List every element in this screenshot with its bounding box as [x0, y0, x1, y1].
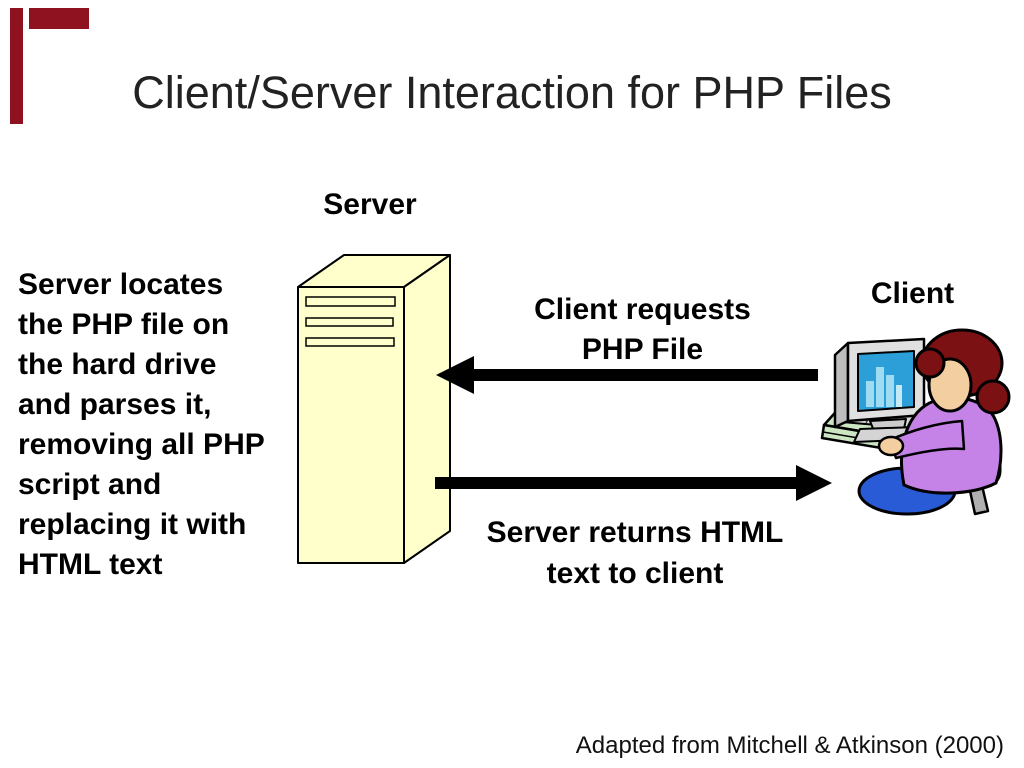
server-right-face — [403, 254, 451, 564]
response-arrow-label: Server returns HTML text to client — [486, 516, 784, 590]
server-label: Server — [323, 188, 417, 221]
server-vent-slot — [305, 296, 396, 307]
accent-bar-vertical — [10, 8, 23, 124]
attribution-text: Adapted from Mitchell & Atkinson (2000) — [575, 732, 1004, 759]
screen-bar-chart — [866, 367, 902, 407]
person-arm — [888, 419, 966, 460]
person — [857, 328, 1011, 516]
server-vent-slot — [305, 317, 394, 327]
person-hair-bun — [975, 379, 1011, 415]
person-at-computer-icon — [820, 328, 1011, 516]
server-process-description: Server locates the PHP file on the hard … — [18, 268, 265, 581]
request-arrow-label: Client requests PHP File — [534, 293, 751, 366]
slide-title: Client/Server Interaction for PHP Files — [132, 67, 892, 118]
server-front-face — [297, 286, 405, 564]
server-vent-slot — [305, 337, 395, 347]
response-right-arrow-icon — [435, 465, 832, 501]
person-hair-curl — [914, 347, 946, 379]
request-left-arrow-icon — [436, 356, 818, 394]
accent-bar-horizontal — [29, 8, 89, 29]
person-hand — [877, 435, 905, 457]
client-label: Client — [870, 277, 955, 310]
monitor-side — [833, 341, 850, 429]
monitor — [833, 337, 926, 443]
server-tower-icon — [297, 254, 451, 564]
